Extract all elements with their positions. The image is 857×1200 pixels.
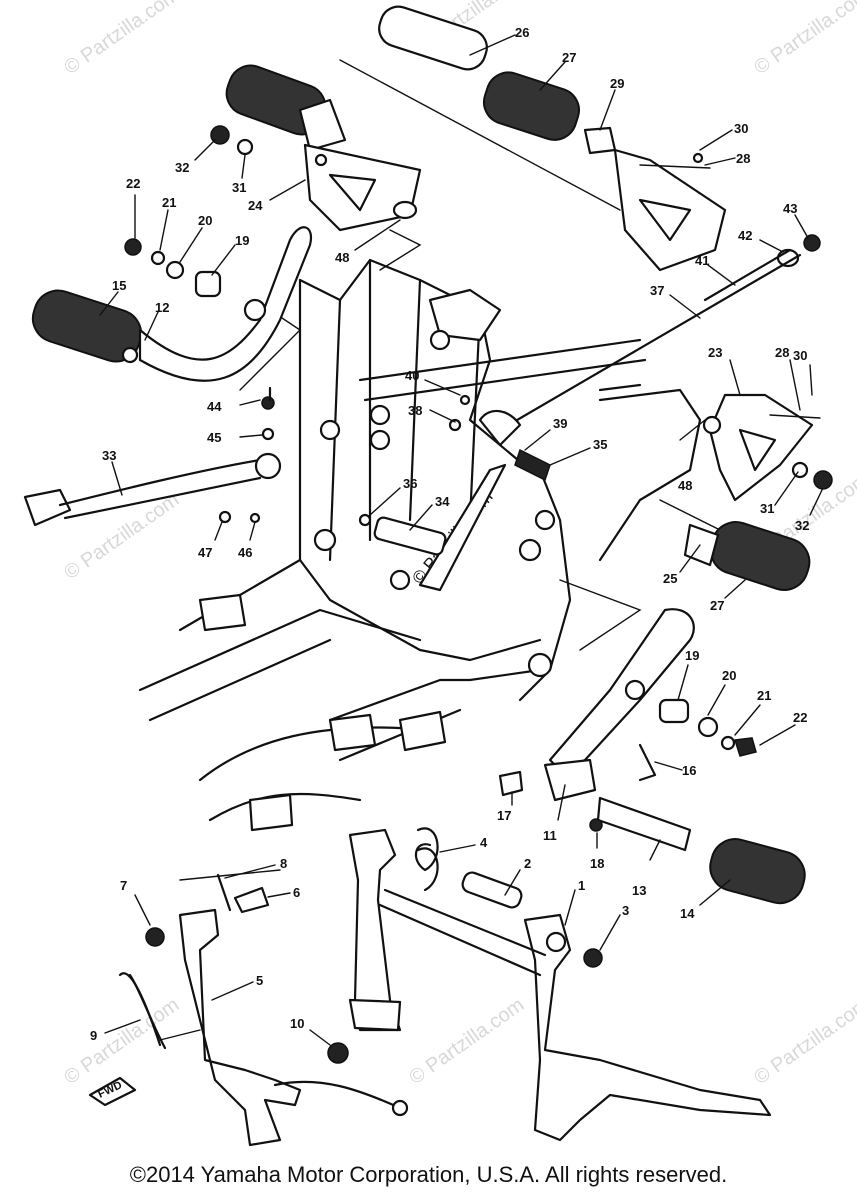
callout-48c: 48 — [678, 478, 692, 493]
watermark-text: © Partzilla.com — [60, 489, 183, 584]
callout-19b: 19 — [685, 648, 699, 663]
callout-21b: 21 — [757, 688, 771, 703]
callout-1: 1 — [578, 878, 585, 893]
callout-42: 42 — [738, 228, 752, 243]
callout-26: 26 — [515, 25, 529, 40]
callout-40: 40 — [405, 368, 419, 383]
callout-3: 3 — [622, 903, 629, 918]
callout-4: 4 — [480, 835, 488, 850]
callout-12: 12 — [155, 300, 169, 315]
callout-20a: 20 — [198, 213, 212, 228]
watermark-text: © Partzilla.com — [60, 994, 183, 1089]
callout-37: 37 — [650, 283, 664, 298]
callout-14: 14 — [680, 906, 695, 921]
callout-30b: 30 — [793, 348, 807, 363]
callout-5: 5 — [256, 973, 263, 988]
callout-2: 2 — [524, 856, 531, 871]
callout-27b: 27 — [710, 598, 724, 613]
callout-9: 9 — [90, 1028, 97, 1043]
callout-27: 27 — [562, 50, 576, 65]
callout-35: 35 — [593, 437, 607, 452]
callouts: 26 27 29 30 28 32 31 24 48 22 21 20 19 1… — [90, 25, 823, 1046]
callout-31b: 31 — [760, 501, 774, 516]
callout-38: 38 — [408, 403, 422, 418]
callout-17: 17 — [497, 808, 511, 823]
side-stand: FWD — [88, 873, 409, 1147]
callout-8: 8 — [280, 856, 287, 871]
callout-22a: 22 — [126, 176, 140, 191]
callout-23: 23 — [708, 345, 722, 360]
callout-10: 10 — [290, 1016, 304, 1031]
frame — [138, 258, 702, 832]
callout-22b: 22 — [793, 710, 807, 725]
callout-45: 45 — [207, 430, 221, 445]
callout-24: 24 — [248, 198, 263, 213]
rear-footrest-right — [378, 5, 821, 272]
callout-6: 6 — [293, 885, 300, 900]
callout-43: 43 — [783, 201, 797, 216]
watermark-text: © Partzilla.com — [60, 0, 183, 79]
callout-7: 7 — [120, 878, 127, 893]
callout-46: 46 — [238, 545, 252, 560]
callout-34: 34 — [435, 494, 450, 509]
callout-11: 11 — [543, 828, 557, 843]
callout-39: 39 — [553, 416, 567, 431]
callout-13: 13 — [632, 883, 646, 898]
rear-footrest-left — [210, 64, 422, 232]
change-pedal — [23, 386, 282, 527]
callout-32b: 32 — [795, 518, 809, 533]
brake-pedal — [498, 608, 806, 905]
front-footrest-left — [31, 226, 313, 382]
watermark-text: © Partzilla.com — [405, 994, 528, 1089]
callout-16: 16 — [682, 763, 696, 778]
callout-47: 47 — [198, 545, 212, 560]
callout-48a: 48 — [335, 250, 349, 265]
callout-21a: 21 — [162, 195, 176, 210]
front-footrest-right — [683, 393, 833, 591]
copyright-footer: ©2014 Yamaha Motor Corporation, U.S.A. A… — [129, 1162, 728, 1187]
callout-41: 41 — [695, 253, 709, 268]
callout-31: 31 — [232, 180, 246, 195]
watermark-text: © Partzilla.com — [750, 0, 857, 79]
callout-44: 44 — [207, 399, 222, 414]
callout-30: 30 — [734, 121, 748, 136]
brake-linkage — [358, 248, 802, 592]
callout-29: 29 — [610, 76, 624, 91]
callout-28: 28 — [736, 151, 750, 166]
callout-36: 36 — [403, 476, 417, 491]
watermark-text: © Partzilla.com — [750, 994, 857, 1089]
callout-25: 25 — [663, 571, 677, 586]
callout-20b: 20 — [722, 668, 736, 683]
callout-32: 32 — [175, 160, 189, 175]
callout-19a: 19 — [235, 233, 249, 248]
callout-15: 15 — [112, 278, 126, 293]
callout-28b: 28 — [775, 345, 789, 360]
callout-18: 18 — [590, 856, 604, 871]
callout-33: 33 — [102, 448, 116, 463]
main-stand — [348, 827, 772, 1142]
